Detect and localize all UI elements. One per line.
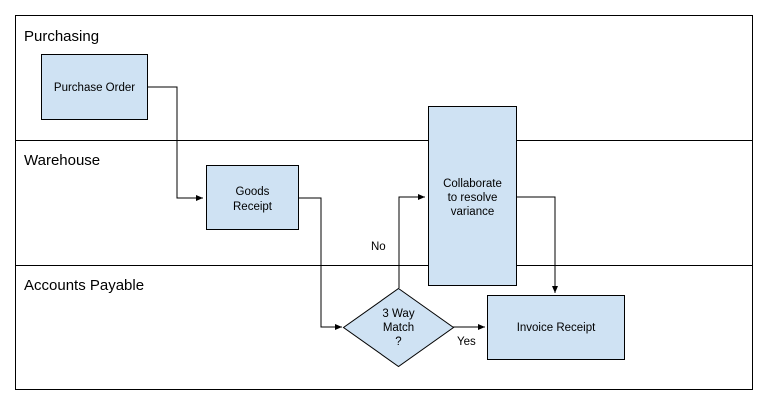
- node-collaborate-label-line-3: variance: [451, 206, 494, 218]
- lane-warehouse: Warehouse: [15, 140, 753, 266]
- edge-purchase-order-to-goods-receipt: [147, 86, 203, 201]
- node-collaborate-label-line-2: to resolve: [448, 192, 498, 204]
- node-purchase-order-label-line-1: Purchase Order: [54, 82, 135, 94]
- edge-label-no: No: [371, 241, 386, 253]
- node-invoice-receipt-label-line-1: Invoice Receipt: [517, 322, 596, 334]
- node-invoice-receipt: Invoice Receipt: [487, 295, 625, 360]
- node-collaborate-to-resolve-variance: Collaborate to resolve variance: [428, 106, 517, 286]
- node-3-way-match-label-line-2: Match: [383, 322, 414, 334]
- node-goods-receipt-label-line-1: Goods: [236, 186, 270, 198]
- node-goods-receipt-label-line-2: Receipt: [233, 201, 273, 213]
- edge-3-way-match-to-collaborate: [398, 194, 425, 288]
- node-collaborate-label-line-1: Collaborate: [443, 178, 502, 190]
- lane-title-warehouse: Warehouse: [24, 152, 100, 169]
- node-3-way-match-label-line-3: ?: [395, 336, 401, 348]
- lane-title-purchasing: Purchasing: [24, 28, 99, 45]
- edge-label-yes: Yes: [457, 336, 476, 348]
- edge-collaborate-to-invoice-receipt: [516, 196, 558, 293]
- node-purchase-order: Purchase Order: [41, 54, 148, 120]
- node-3-way-match-label-line-1: 3 Way: [382, 308, 414, 320]
- lane-title-accounts-payable: Accounts Payable: [24, 277, 144, 294]
- node-3-way-match: 3 Way Match ?: [342, 287, 455, 368]
- node-goods-receipt: Goods Receipt: [206, 165, 299, 230]
- edge-goods-receipt-to-3-way-match: [298, 197, 342, 330]
